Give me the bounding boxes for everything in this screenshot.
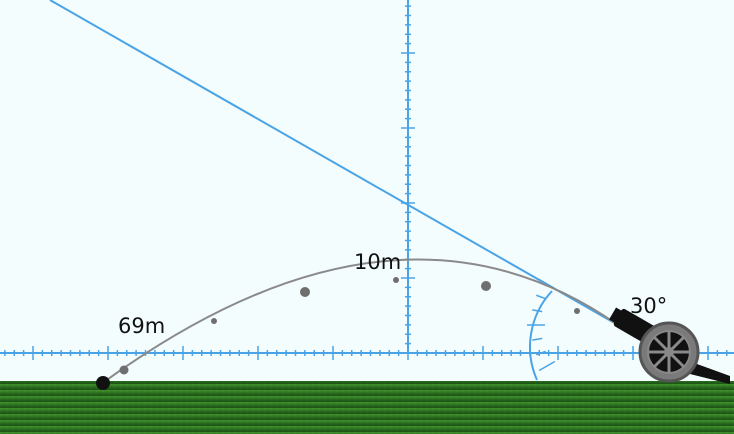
horizontal-ruler	[0, 346, 734, 360]
trajectory-marker	[574, 308, 580, 314]
trajectory-marker	[119, 365, 129, 375]
range-label: 69m	[118, 314, 166, 338]
angle-protractor	[527, 278, 556, 381]
trajectory-marker	[211, 318, 217, 324]
vertical-ruler	[401, 0, 415, 354]
launch-angle-label: 30°	[630, 294, 668, 318]
trajectory-marker	[393, 277, 399, 283]
trajectory-path	[103, 258, 619, 383]
max-height-label: 10m	[354, 250, 402, 274]
cannon-icon[interactable]	[608, 305, 730, 384]
trajectory-marker	[300, 287, 310, 297]
aim-line	[49, 0, 619, 326]
cannonball-icon	[96, 376, 110, 390]
grass-ground	[0, 381, 734, 434]
trajectory-markers	[119, 277, 580, 375]
trajectory-marker	[481, 281, 491, 291]
